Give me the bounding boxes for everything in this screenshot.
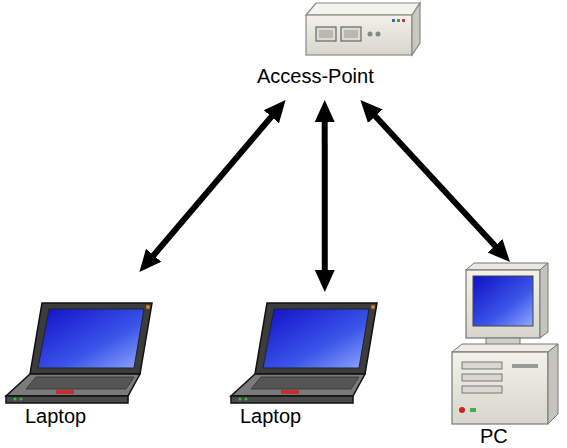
link-arrow [150, 112, 275, 260]
laptop-node: Laptop [215, 292, 395, 446]
device-label: PC [480, 426, 508, 446]
pc-node: PC [440, 262, 565, 446]
link-arrow [322, 116, 328, 276]
link-arrow [371, 112, 499, 250]
laptop-icon [6, 303, 152, 403]
device-label: Laptop [240, 406, 301, 426]
laptop-node: Laptop [0, 272, 170, 446]
device-label: Laptop [25, 406, 86, 426]
laptop-icon [231, 303, 377, 403]
access-point-icon [306, 3, 420, 55]
access-point-node: Access-Point [255, 0, 425, 100]
device-label: Access-Point [257, 66, 374, 86]
pc-icon [452, 263, 558, 424]
